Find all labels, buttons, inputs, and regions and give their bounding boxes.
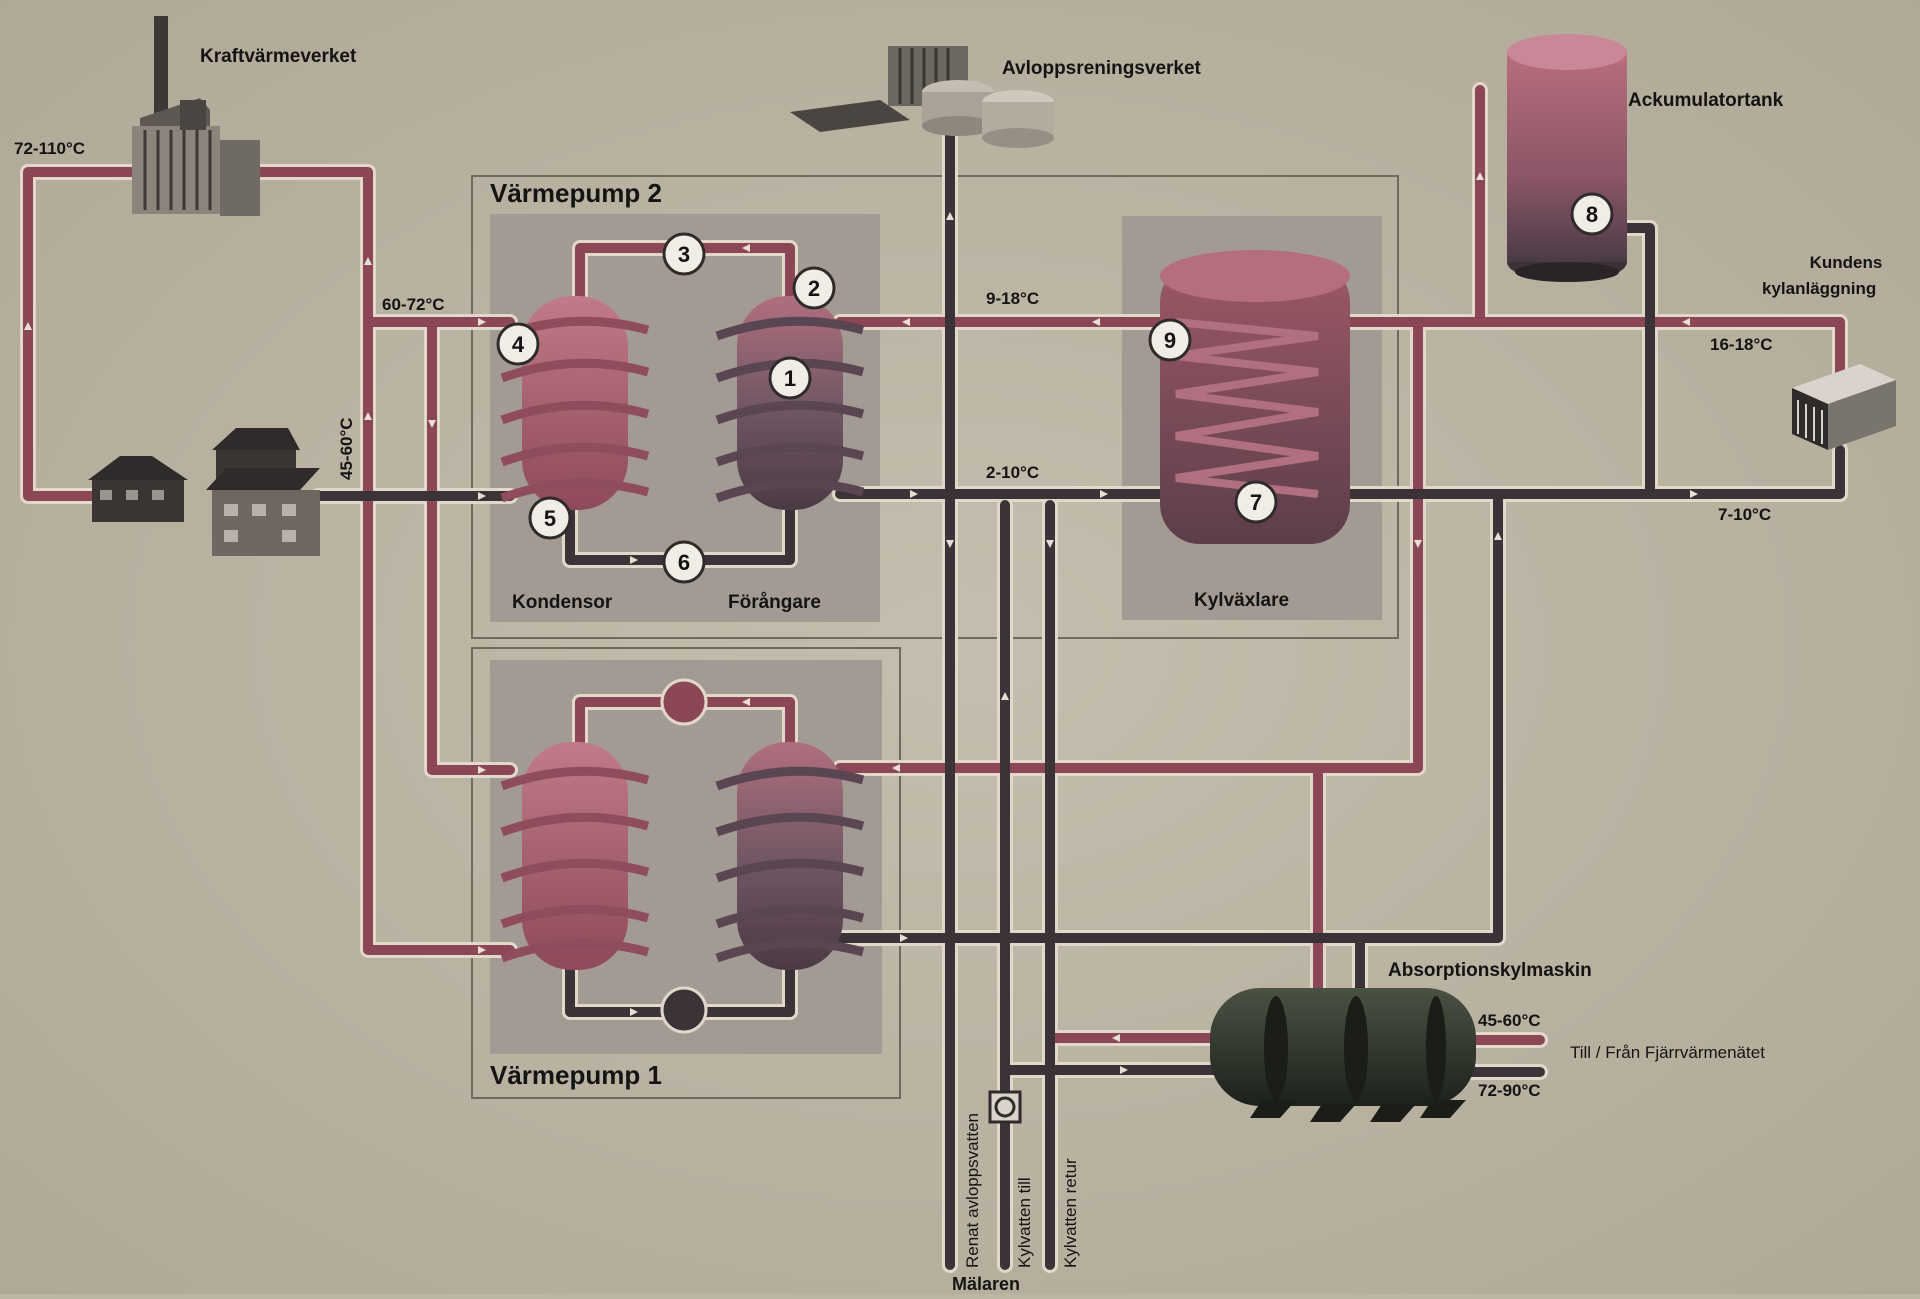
marker-7: 7	[1234, 480, 1278, 524]
condenser-tank-icon	[500, 742, 650, 970]
label-ackumulatortank: Ackumulatortank	[1628, 90, 1784, 111]
temp-16-18: 16-18°C	[1710, 335, 1773, 354]
svg-text:1: 1	[784, 366, 796, 391]
svg-text:6: 6	[678, 550, 690, 575]
label-varmepump1: Värmepump 1	[490, 1060, 662, 1090]
marker-6: 6	[662, 540, 706, 584]
temp-7-10: 7-10°C	[1718, 505, 1771, 524]
power-plant-icon	[132, 16, 260, 216]
treatment-plant-icon	[790, 46, 1054, 148]
customer-cooling-unit-icon	[1792, 364, 1896, 450]
svg-text:8: 8	[1586, 202, 1598, 227]
accumulator-tank-icon	[1507, 34, 1627, 282]
svg-text:9: 9	[1164, 328, 1176, 353]
temp-45-60-right: 45-60°C	[1478, 1011, 1541, 1030]
cooling-exchanger-tank-icon	[1160, 250, 1350, 544]
svg-text:7: 7	[1250, 490, 1262, 515]
label-kylvaxlare: Kylväxlare	[1194, 590, 1289, 611]
house-icon	[206, 428, 320, 556]
label-kondensor: Kondensor	[512, 592, 613, 613]
label-kylvatten-till: Kylvatten till	[1015, 1177, 1034, 1268]
label-forangare: Förångare	[728, 592, 821, 613]
varmepump2-frame	[471, 175, 1399, 639]
marker-3: 3	[662, 232, 706, 276]
temp-2-10: 2-10°C	[986, 463, 1039, 482]
label-renat-avloppsvatten: Renat avloppsvatten	[963, 1113, 982, 1268]
svg-text:3: 3	[678, 242, 690, 267]
label-kundens: Kundens	[1810, 253, 1883, 272]
compressor-icon	[660, 678, 708, 726]
label-kylvatten-retur: Kylvatten retur	[1061, 1158, 1080, 1268]
marker-1: 1	[768, 356, 812, 400]
marker-8: 8	[1570, 192, 1614, 236]
temp-9-18: 9-18°C	[986, 289, 1039, 308]
marker-5: 5	[528, 496, 572, 540]
label-kraftvarmeverket: Kraftvärmeverket	[200, 46, 357, 67]
temp-45-60-vertical: 45-60°C	[337, 417, 356, 480]
evaporator-tank-icon	[715, 296, 865, 510]
marker-9: 9	[1148, 318, 1192, 362]
svg-text:4: 4	[512, 332, 525, 357]
condenser-tank-icon	[500, 296, 650, 510]
label-malaren: Mälaren	[952, 1274, 1020, 1294]
temp-60-72: 60-72°C	[382, 295, 445, 314]
label-avloppsreningsverket: Avloppsreningsverket	[1002, 58, 1202, 79]
expansion-valve-icon	[660, 986, 708, 1034]
pump-icon	[988, 1090, 1022, 1124]
varmepump1-frame	[471, 647, 901, 1099]
label-fjarrvarmenatet: Till / Från Fjärrvärmenätet	[1570, 1043, 1765, 1062]
temp-72-90: 72-90°C	[1478, 1081, 1541, 1100]
label-kylanlaggning: kylanläggning	[1762, 279, 1876, 298]
marker-2: 2	[792, 266, 836, 310]
temp-72-110: 72-110°C	[14, 139, 85, 158]
svg-text:2: 2	[808, 276, 820, 301]
label-absorptionskylmaskin: Absorptionskylmaskin	[1388, 960, 1592, 981]
label-varmepump2: Värmepump 2	[490, 178, 662, 208]
svg-text:5: 5	[544, 506, 556, 531]
marker-4: 4	[496, 322, 540, 366]
numbered-markers: 1 2 3 4 5 6 7 8 9	[496, 192, 1614, 584]
absorption-chiller-icon	[1210, 988, 1476, 1122]
evaporator-tank-icon	[715, 742, 865, 970]
house-icon	[88, 456, 188, 522]
